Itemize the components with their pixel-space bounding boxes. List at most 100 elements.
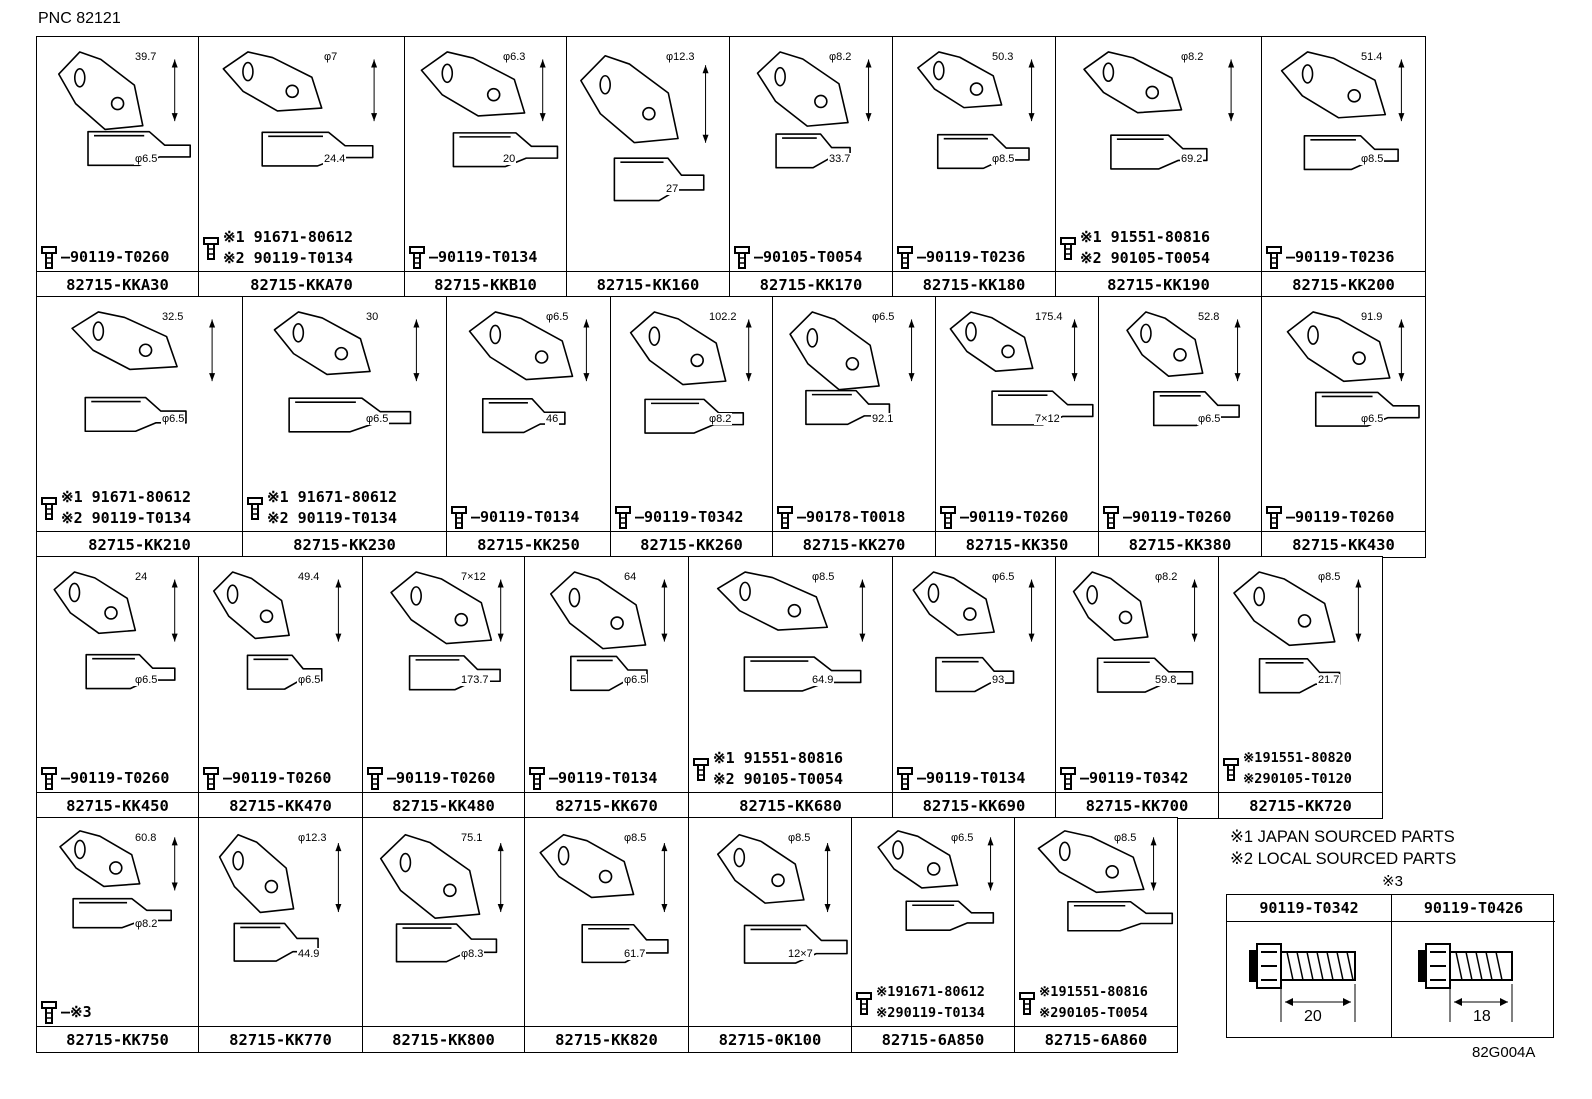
bolt-callout: —90119-T0342 [1058, 766, 1216, 790]
dimension-label: φ8.5 [787, 832, 812, 844]
bracket-drawing [218, 833, 342, 962]
bracket-drawing [222, 51, 378, 167]
dimension-label: 24.4 [323, 153, 347, 165]
part-number: 82715-KK770 [199, 1026, 362, 1052]
bracket-drawing [379, 833, 504, 963]
bolt-callout: ※1 91671-80612※2 90119-T0134 [245, 487, 444, 529]
bolt-callout: —90105-T0054 [732, 245, 890, 269]
bracket-drawing [1083, 51, 1235, 170]
bolt-icon [1266, 246, 1282, 269]
bolt-part-number: ※2 90105-T0054 [1080, 249, 1210, 267]
bracket-drawing [420, 51, 559, 168]
bolt-part-number: 90119-T0134 [438, 247, 538, 266]
dimension-label: φ8.5 [991, 153, 1016, 165]
bracket-drawing [716, 833, 848, 964]
part-number: 82715-0K100 [689, 1026, 851, 1052]
dimension-label: φ6.5 [134, 153, 159, 165]
bolt-part-number: 90105-T0054 [763, 247, 863, 266]
dimension-label: 173.7 [460, 674, 490, 686]
part-number: 82715-KK230 [243, 531, 446, 557]
bolt-callout: —90119-T0134 [895, 766, 1053, 790]
bolt-callout: —90119-T0134 [407, 245, 564, 269]
bolt-icon [41, 246, 57, 269]
bolt-icon [367, 767, 383, 790]
dimension-label: 32.5 [161, 311, 185, 323]
part-number: 82715-KKA70 [199, 271, 404, 297]
bolt-ref-length: 18 [1472, 1008, 1492, 1025]
bolt-part-number: 90119-T0134 [480, 507, 580, 526]
dimension-label: 27 [665, 183, 680, 195]
bolt-icon [1060, 237, 1076, 260]
dimension-label: 91.9 [1360, 311, 1384, 323]
leader-line: — [61, 1003, 71, 1021]
dimension-label: φ6.5 [623, 674, 648, 686]
bolt-callout: —90119-T0134 [527, 766, 686, 790]
bolt-icon [529, 767, 545, 790]
dimension-label: φ6.5 [297, 674, 322, 686]
dimension-label: φ8.2 [708, 413, 733, 425]
bolt-callout: —90119-T0236 [1264, 245, 1423, 269]
bolt-part-number: ※290119-T0134 [876, 1005, 985, 1021]
long-bolt-drawing [1249, 943, 1356, 1022]
bolt-part-number: 90119-T0260 [1295, 507, 1395, 526]
part-number: 82715-KK200 [1262, 271, 1425, 297]
bracket-drawing [71, 311, 216, 433]
dimension-label: 7×12 [460, 571, 487, 583]
dimension-label: 60.8 [134, 832, 158, 844]
part-number: 82715-KK180 [893, 271, 1055, 297]
leader-line: — [797, 508, 807, 526]
bolt-part-number: 90119-T0260 [969, 507, 1069, 526]
bolt-callout: —90119-T0236 [895, 245, 1053, 269]
leader-line: — [917, 769, 927, 787]
bolt-part-number: 90119-T0134 [558, 768, 658, 787]
leader-line: — [960, 508, 970, 526]
dimension-label: 20 [502, 153, 517, 165]
bracket-drawing [716, 571, 866, 692]
leader-line: — [1080, 769, 1090, 787]
dimension-label: φ8.5 [623, 832, 648, 844]
dimension-label: φ8.2 [1154, 571, 1179, 583]
bolt-part-number: ※2 90119-T0134 [61, 509, 191, 527]
leader-line: — [635, 508, 645, 526]
note-local-sourced: ※2 LOCAL SOURCED PARTS [1230, 850, 1457, 868]
part-number: 82715-KK430 [1262, 531, 1425, 557]
bolt-callout: ※191551-80820※290105-T0120 [1221, 748, 1380, 790]
note-mark-3: ※3 [1382, 873, 1403, 890]
bolt-part-number: ※191551-80820 [1243, 750, 1352, 766]
part-number: 82715-KK450 [37, 792, 198, 818]
bracket-drawing [789, 311, 915, 426]
bolt-icon [897, 246, 913, 269]
dimension-label: φ6.5 [1360, 413, 1385, 425]
part-number: 82715-KKB10 [405, 271, 566, 297]
leader-line: — [1286, 248, 1296, 266]
bracket-drawing [1126, 311, 1241, 427]
dimension-label: φ6.5 [950, 832, 975, 844]
note-japan-sourced: ※1 JAPAN SOURCED PARTS [1230, 828, 1455, 846]
dimension-label: 61.7 [623, 948, 647, 960]
dimension-label: φ12.3 [297, 832, 328, 844]
leader-line: — [917, 248, 927, 266]
part-number: 82715-KK690 [893, 792, 1055, 818]
bracket-drawing [1037, 830, 1174, 932]
bolt-callout: —90178-T0018 [775, 505, 933, 529]
bolt-part-number: ※191671-80612 [876, 984, 985, 1000]
leader-line: — [387, 769, 397, 787]
dimension-label: φ6.5 [1197, 413, 1222, 425]
bolt-part-number: ※2 90105-T0054 [713, 770, 843, 788]
bolt-icon [41, 497, 57, 520]
part-number: 82715-6A850 [852, 1026, 1014, 1052]
bolt-ref-length: 20 [1303, 1008, 1323, 1025]
dimension-label: φ12.3 [665, 51, 696, 63]
